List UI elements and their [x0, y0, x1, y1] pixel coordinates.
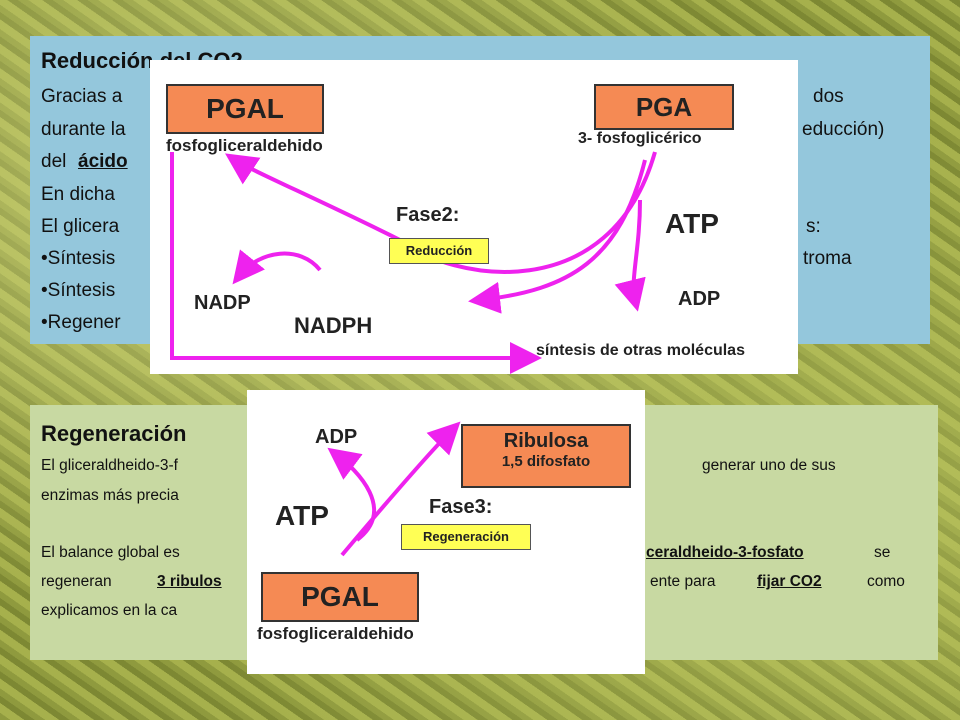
text-line: El gliceraldheido-3-f	[41, 457, 178, 474]
text-line: educción)	[802, 119, 885, 140]
regeneration-arrows	[327, 421, 461, 557]
nadp-label: NADP	[194, 292, 251, 314]
adp-label: ADP	[315, 426, 358, 448]
nadph-to-nadp-arrow	[232, 249, 322, 285]
regeneration-badge: Regeneración	[401, 524, 531, 550]
reduction-badge: Reducción	[389, 238, 489, 264]
text-line: durante la	[41, 119, 126, 140]
text-link: 3 ribulos	[157, 573, 222, 590]
synthesis-label: síntesis de otras moléculas	[536, 342, 745, 359]
atp-to-adp-arrow	[327, 447, 377, 542]
text-link: ácido	[78, 151, 128, 172]
text-line: s:	[806, 216, 821, 237]
text-line: enzimas más precia	[41, 487, 179, 504]
text-link: ceraldheido-3-fosfato	[646, 544, 804, 561]
atp-label: ATP	[665, 208, 719, 239]
text-line: explicamos en la ca	[41, 602, 178, 619]
text-line: En dicha	[41, 184, 115, 205]
bullet-line: •Regener	[41, 312, 121, 333]
calvin-reduction-diagram: PGAL fosfogliceraldehido PGA 3- fosfogli…	[150, 60, 798, 374]
synthesis-arrow	[170, 152, 542, 374]
text-line: El balance global es	[41, 544, 180, 561]
text-line: se	[874, 544, 891, 561]
pgal-label: fosfogliceraldehido	[257, 624, 414, 643]
text-line: generar uno de sus	[702, 457, 836, 474]
pgal-box: PGAL	[166, 84, 324, 134]
ribulosa-box: Ribulosa 1,5 difosfato	[461, 424, 631, 488]
text-line: troma	[803, 248, 852, 269]
bullet-line: •Síntesis	[41, 280, 116, 301]
pgal-to-ribulosa-arrow	[340, 421, 461, 557]
calvin-regeneration-diagram: ADP ATP Ribulosa 1,5 difosfato Fase3: Re…	[247, 390, 645, 674]
pgal-label: fosfogliceraldehido	[166, 136, 323, 155]
text-line: Gracias a	[41, 86, 123, 107]
nadph-label: NADPH	[294, 313, 373, 338]
phase2-label: Fase2:	[396, 204, 460, 226]
regeneration-title: Regeneración	[41, 421, 187, 446]
text-line: del	[41, 151, 67, 172]
bullet-line: •Síntesis	[41, 248, 116, 269]
text-line: dos	[813, 86, 844, 107]
text-line: como	[867, 573, 905, 590]
phase3-label: Fase3:	[429, 496, 493, 518]
pga-box: PGA	[594, 84, 734, 130]
text-line: El glicera	[41, 216, 120, 237]
ribulosa-subtitle: 1,5 difosfato	[501, 453, 591, 470]
arrow-to-synthesis-branch	[468, 159, 647, 314]
pgal-box: PGAL	[261, 572, 419, 622]
text-link: fijar CO2	[757, 573, 822, 590]
atp-to-adp-arrow	[614, 199, 646, 312]
pga-label: 3- fosfoglicérico	[578, 130, 702, 147]
atp-label: ATP	[275, 500, 329, 531]
adp-label: ADP	[678, 288, 721, 310]
text-line: ente para	[650, 573, 716, 590]
ribulosa-title: Ribulosa	[503, 430, 589, 452]
text-line: regeneran	[41, 573, 112, 590]
